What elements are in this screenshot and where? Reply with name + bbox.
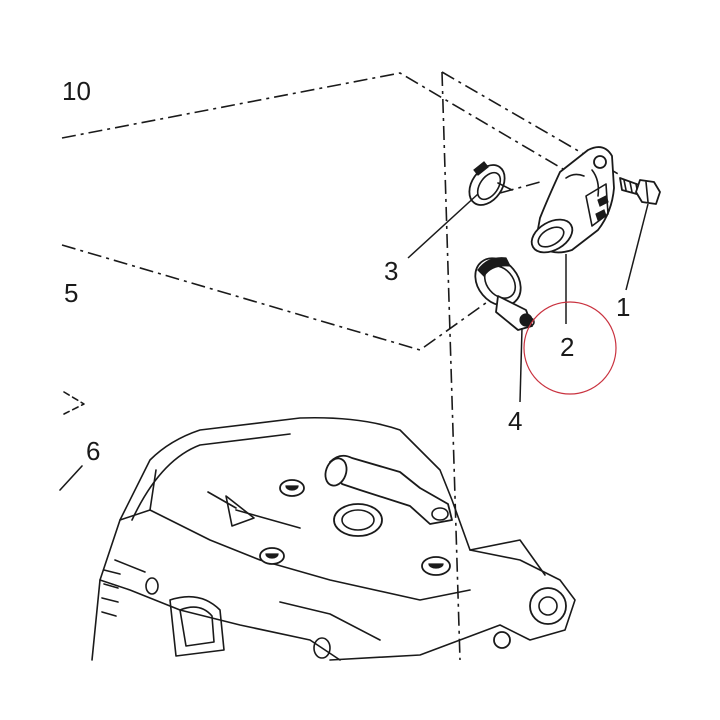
callout-6: 6 (86, 436, 100, 466)
leader-1 (625, 203, 649, 291)
reference-line-ring (499, 181, 541, 194)
engine-block (91, 416, 576, 661)
reference-line-vertical (441, 71, 461, 661)
callout-leaders (407, 193, 649, 403)
reference-line-lower (61, 244, 491, 351)
callout-1: 1 (616, 292, 630, 322)
bolt-part-1 (619, 177, 661, 205)
callout-3: 3 (384, 256, 398, 286)
leader-3 (407, 193, 479, 259)
housing-part-2 (530, 146, 615, 254)
highlight-circle (523, 301, 617, 395)
callout-4: 4 (508, 406, 522, 436)
callout-10: 10 (62, 76, 91, 106)
reference-line-6 (59, 465, 83, 491)
callout-2: 2 (560, 332, 574, 362)
snap-ring-part-3 (468, 161, 513, 206)
callout-5: 5 (64, 278, 78, 308)
reference-line-upper (61, 72, 591, 186)
hose-clamp-part-4 (474, 257, 535, 331)
leader-4 (519, 327, 523, 403)
arrow-left-chevron (63, 391, 85, 415)
